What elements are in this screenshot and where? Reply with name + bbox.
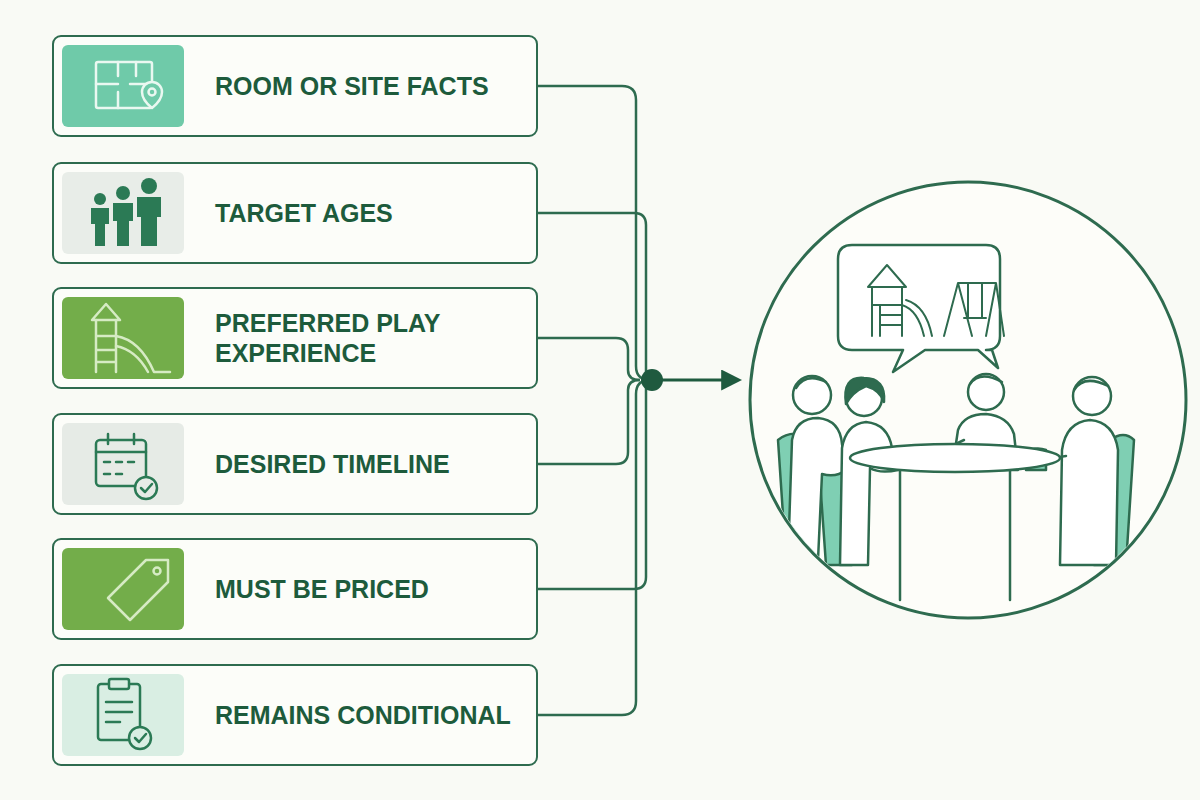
icon-tile [62, 423, 184, 505]
box-label: TARGET AGES [215, 164, 533, 262]
box-label: ROOM OR SITE FACTS [215, 37, 533, 135]
calendar-icon [96, 434, 157, 499]
box-label: DESIRED TIMELINE [215, 415, 533, 513]
merge-lines [538, 86, 650, 715]
meeting-illustration [778, 245, 1134, 600]
input-box: ROOM OR SITE FACTS [52, 35, 538, 137]
box-label: PREFERRED PLAY EXPERIENCE [215, 289, 533, 387]
playground-icon [92, 304, 170, 372]
icon-tile [62, 548, 184, 630]
meeting-circle [750, 182, 1186, 618]
output-arrow [660, 379, 738, 382]
input-box: MUST BE PRICED [52, 538, 538, 640]
people-icon [91, 178, 161, 246]
input-box: PREFERRED PLAY EXPERIENCE [52, 287, 538, 389]
price-tag-icon [108, 560, 168, 620]
box-label: REMAINS CONDITIONAL [215, 666, 533, 764]
icon-tile [62, 297, 184, 379]
clipboard-icon [98, 679, 151, 749]
input-box: TARGET AGES [52, 162, 538, 264]
input-box: DESIRED TIMELINE [52, 413, 538, 515]
icon-tile [62, 172, 184, 254]
floor-plan-icon [96, 62, 162, 108]
box-label: MUST BE PRICED [215, 540, 533, 638]
icon-tile [62, 45, 184, 127]
input-box: REMAINS CONDITIONAL [52, 664, 538, 766]
junction-dot [641, 369, 663, 391]
icon-tile [62, 674, 184, 756]
